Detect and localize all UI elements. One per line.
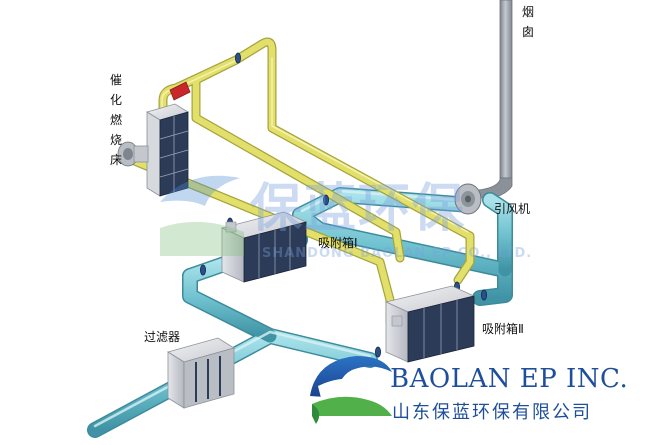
- label-chimney: 烟囱: [521, 5, 534, 39]
- label-catalytic-bed: 催化燃烧床: [109, 73, 122, 167]
- chimney: [477, 0, 513, 199]
- label-adsorber-2: 吸附箱Ⅱ: [482, 322, 524, 336]
- watermark-logo: [160, 175, 244, 256]
- watermark-en: SHANDONG BAOLAN EP CO., LTD.: [262, 246, 533, 261]
- brand-logo-emblem: [310, 356, 392, 424]
- yellow-pipe-system: [127, 37, 475, 327]
- red-valve: [169, 81, 191, 101]
- catalytic-combustion-bed: [117, 103, 189, 197]
- watermark-cn: 保蓝环保: [250, 179, 467, 239]
- label-fan: 引风机: [494, 202, 531, 216]
- fan-unit: [454, 183, 482, 215]
- filter-unit: [167, 337, 235, 409]
- label-filter: 过滤器: [144, 330, 181, 344]
- label-adsorber-1: 吸附箱Ⅰ: [318, 236, 358, 250]
- brand-name-en: BAOLAN EP INC.: [390, 364, 629, 394]
- brand-name-cn: 山东保蓝环保有限公司: [392, 402, 592, 423]
- dampers: [199, 52, 487, 358]
- adsorber-box-2: [384, 285, 476, 363]
- adsorber-box-1: [220, 211, 308, 283]
